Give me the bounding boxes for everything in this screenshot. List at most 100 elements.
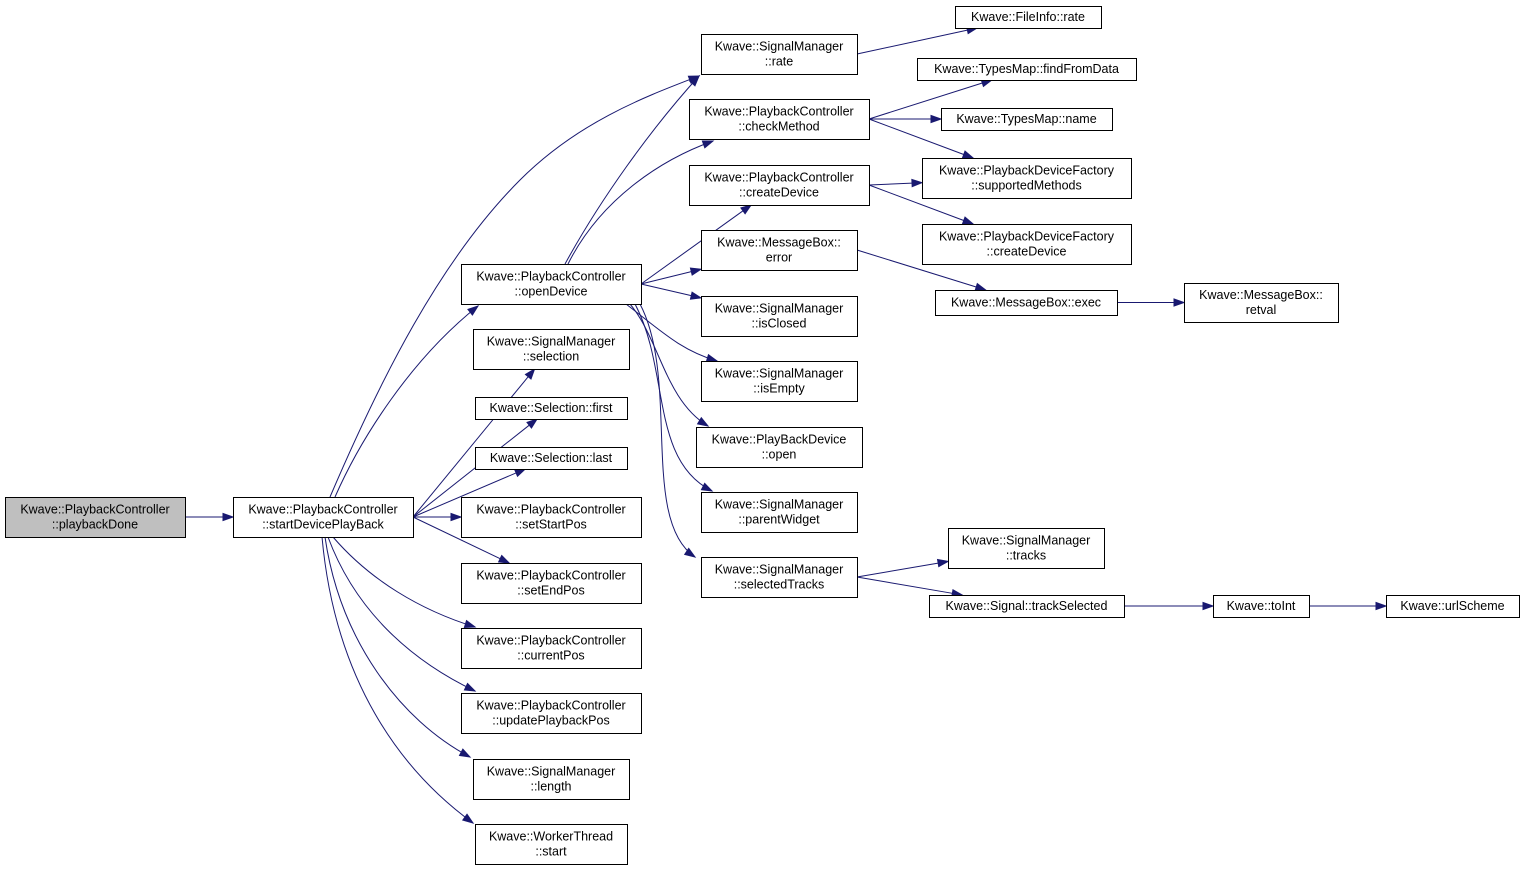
node-label: Kwave::WorkerThread: [489, 830, 613, 844]
edge-line: [856, 29, 968, 55]
arrow-head-icon: [467, 305, 480, 316]
edge-line: [856, 576, 953, 594]
arrow-head-icon: [705, 353, 719, 363]
node-mbError[interactable]: Kwave::MessageBox::error: [701, 230, 858, 271]
node-label: Kwave::Selection::last: [490, 451, 613, 465]
node-box: [475, 447, 628, 470]
node-box: [929, 595, 1125, 618]
arrow-head-icon: [701, 140, 715, 149]
node-label: Kwave::PlaybackController: [248, 503, 397, 517]
node-startDevicePlayBack[interactable]: Kwave::PlaybackController::startDevicePl…: [233, 497, 414, 538]
node-label: ::length: [530, 780, 571, 794]
node-smIsClosed[interactable]: Kwave::SignalManager::isClosed: [701, 296, 858, 337]
node-label: Kwave::PlaybackDeviceFactory: [939, 164, 1115, 178]
node-wtStart[interactable]: Kwave::WorkerThread::start: [475, 824, 628, 865]
node-smTracks[interactable]: Kwave::SignalManager::tracks: [948, 528, 1105, 569]
node-pcCreateDevice[interactable]: Kwave::PlaybackController::createDevice: [689, 165, 870, 206]
nodes-layer: Kwave::PlaybackController::playbackDoneK…: [5, 6, 1520, 865]
node-setStartPos[interactable]: Kwave::PlaybackController::setStartPos: [461, 497, 642, 538]
edge-pcCreateDevice-to-pdfSupportedMethods: [868, 178, 924, 188]
edge-openDevice-to-checkMethod: [567, 140, 715, 265]
edge-playbackDone-to-startDevicePlayBack: [185, 512, 235, 522]
arrow-head-icon: [461, 813, 475, 824]
node-box: [461, 563, 642, 604]
edge-line: [868, 184, 964, 221]
node-smLength[interactable]: Kwave::SignalManager::length: [473, 759, 630, 800]
edge-line: [856, 562, 939, 578]
node-mbExec[interactable]: Kwave::MessageBox::exec: [935, 290, 1118, 316]
edge-line: [324, 536, 471, 758]
edge-startDevicePlayBack-to-smSelection: [412, 367, 536, 518]
edge-startDevicePlayBack-to-wtStart: [321, 536, 475, 824]
node-label: Kwave::MessageBox::exec: [951, 296, 1101, 310]
edge-openDevice-to-smIsClosed: [640, 283, 703, 300]
node-box: [1386, 595, 1520, 618]
node-box: [461, 497, 642, 538]
node-mbRetval[interactable]: Kwave::MessageBox::retval: [1184, 283, 1339, 323]
node-currentPos[interactable]: Kwave::PlaybackController::currentPos: [461, 628, 642, 669]
node-label: ::selection: [523, 350, 579, 364]
arrow-head-icon: [524, 367, 536, 380]
node-setEndPos[interactable]: Kwave::PlaybackController::setEndPos: [461, 563, 642, 604]
node-fiRate[interactable]: Kwave::FileInfo::rate: [955, 6, 1102, 29]
node-label: Kwave::TypesMap::name: [956, 112, 1096, 126]
arrow-head-icon: [463, 619, 477, 629]
node-label: Kwave::Signal::trackSelected: [946, 599, 1108, 613]
node-label: Kwave::PlaybackController: [476, 503, 625, 517]
node-box: [461, 264, 642, 305]
edge-line: [334, 305, 479, 498]
node-selFirst[interactable]: Kwave::Selection::first: [475, 397, 628, 420]
node-smIsEmpty[interactable]: Kwave::SignalManager::isEmpty: [701, 361, 858, 402]
node-urlScheme[interactable]: Kwave::urlScheme: [1386, 595, 1520, 618]
node-pbdOpen[interactable]: Kwave::PlayBackDevice::open: [696, 427, 863, 468]
node-label: Kwave::Selection::first: [490, 401, 613, 415]
node-sigTrackSelected[interactable]: Kwave::Signal::trackSelected: [929, 595, 1125, 618]
node-selLast[interactable]: Kwave::Selection::last: [475, 447, 628, 470]
arrow-head-icon: [700, 482, 714, 492]
node-box: [955, 6, 1102, 29]
node-smParentWidget[interactable]: Kwave::SignalManager::parentWidget: [701, 492, 858, 533]
node-toInt[interactable]: Kwave::toInt: [1213, 595, 1310, 618]
edge-smRate-to-fiRate: [856, 26, 979, 55]
node-smSelectedTracks[interactable]: Kwave::SignalManager::selectedTracks: [701, 557, 858, 598]
node-label: ::createDevice: [987, 245, 1067, 259]
node-label: ::open: [762, 448, 797, 462]
node-label: ::start: [535, 845, 567, 859]
node-box: [1213, 595, 1310, 618]
node-smSelection[interactable]: Kwave::SignalManager::selection: [473, 329, 630, 370]
arrow-head-icon: [911, 178, 924, 188]
node-box: [475, 824, 628, 865]
edge-toInt-to-urlScheme: [1309, 601, 1388, 611]
arrow-head-icon: [936, 558, 950, 568]
edge-checkMethod-to-pdfSupportedMethods: [868, 118, 975, 159]
node-tmFindFromData[interactable]: Kwave::TypesMap::findFromData: [917, 58, 1137, 81]
node-label: Kwave::TypesMap::findFromData: [934, 62, 1119, 76]
node-pdfCreateDevice[interactable]: Kwave::PlaybackDeviceFactory::createDevi…: [922, 224, 1132, 265]
node-tmName[interactable]: Kwave::TypesMap::name: [941, 108, 1113, 131]
edge-startDevicePlayBack-to-smLength: [324, 536, 472, 758]
edge-startDevicePlayBack-to-setStartPos: [413, 512, 463, 522]
node-label: ::startDevicePlayBack: [262, 518, 384, 532]
node-checkMethod[interactable]: Kwave::PlaybackController::checkMethod: [689, 99, 870, 140]
node-playbackDone[interactable]: Kwave::PlaybackController::playbackDone: [5, 497, 186, 538]
edge-line: [329, 75, 700, 498]
edge-line: [629, 303, 709, 427]
edge-line: [868, 118, 964, 155]
arrow-head-icon: [961, 150, 975, 159]
node-updatePlaybackPos[interactable]: Kwave::PlaybackController::updatePlaybac…: [461, 693, 642, 734]
edge-line: [564, 75, 700, 265]
edge-line: [332, 536, 476, 628]
node-label: ::parentWidget: [738, 513, 820, 527]
edge-openDevice-to-smSelectedTracks: [639, 303, 697, 558]
node-label: Kwave::FileInfo::rate: [971, 10, 1085, 24]
edge-startDevicePlayBack-to-updatePlaybackPos: [327, 536, 477, 692]
node-box: [701, 34, 858, 75]
node-label: Kwave::SignalManager: [487, 765, 616, 779]
node-label: Kwave::urlScheme: [1400, 599, 1504, 613]
edge-line: [640, 283, 692, 297]
edge-mbExec-to-mbRetval: [1117, 298, 1186, 307]
node-box: [689, 165, 870, 206]
node-smRate[interactable]: Kwave::SignalManager::rate: [701, 34, 858, 75]
node-openDevice[interactable]: Kwave::PlaybackController::openDevice: [461, 264, 642, 305]
node-pdfSupportedMethods[interactable]: Kwave::PlaybackDeviceFactory::supportedM…: [922, 158, 1132, 199]
